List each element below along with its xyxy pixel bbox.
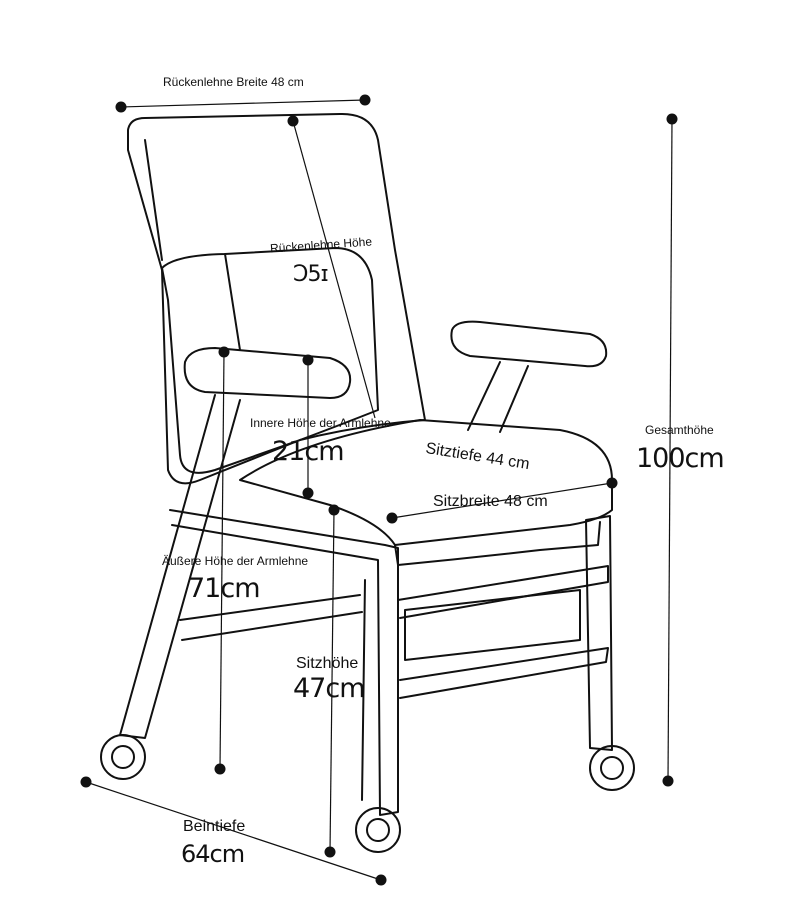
seat-height-value: 47cm bbox=[293, 673, 366, 704]
dot bbox=[115, 101, 127, 113]
backrest-inner-line bbox=[144, 139, 163, 261]
leg-depth-value: 64cm bbox=[181, 840, 245, 868]
dot bbox=[359, 94, 371, 106]
outer-armrest-height-value: 71cm bbox=[188, 573, 261, 604]
caster-rear-right bbox=[589, 745, 635, 791]
dot bbox=[218, 346, 230, 358]
dim-total-height-line bbox=[667, 118, 673, 782]
inner-armrest-height-value: 21cm bbox=[272, 436, 345, 467]
dim-backrest-width-line bbox=[120, 99, 366, 108]
lumbar-cushion bbox=[161, 247, 379, 474]
under-seat-box bbox=[404, 589, 581, 661]
rear-leg bbox=[585, 515, 613, 751]
front-frame bbox=[169, 509, 399, 816]
seat-height-label: Sitzhöhe bbox=[296, 655, 359, 672]
dot bbox=[386, 512, 398, 524]
seat-cushion-front bbox=[394, 521, 601, 566]
inner-armrest-height-label: Innere Höhe der Armlehne bbox=[250, 416, 391, 430]
dim-seat-height-line bbox=[329, 509, 335, 853]
dim-outer-armrest-line bbox=[219, 351, 225, 770]
backrest-height-value: Ɔ5ɪ bbox=[293, 262, 329, 287]
dot bbox=[302, 487, 314, 499]
dot bbox=[287, 115, 299, 127]
dot bbox=[328, 504, 340, 516]
leg-depth-label: Beintiefe bbox=[183, 818, 246, 835]
dim-leg-depth-line bbox=[85, 781, 382, 881]
outer-armrest-height-label: Äußere Höhe der Armlehne bbox=[162, 554, 309, 568]
caster-front-right bbox=[355, 807, 401, 853]
left-armrest-pad bbox=[183, 347, 352, 399]
total-height-label: Gesamthöhe bbox=[645, 423, 714, 437]
total-height-value: 100cm bbox=[636, 443, 725, 474]
front-crossbar bbox=[179, 594, 363, 641]
dot bbox=[324, 846, 336, 858]
front-leg-right bbox=[361, 579, 366, 801]
right-armrest-post bbox=[467, 361, 529, 433]
right-armrest-pad bbox=[450, 320, 608, 368]
seat-cushion bbox=[239, 419, 613, 546]
dim-seat-depth-line bbox=[391, 482, 613, 519]
lower-crossbar bbox=[399, 647, 609, 699]
dot bbox=[80, 776, 92, 788]
dot bbox=[375, 874, 387, 886]
dot bbox=[666, 113, 678, 125]
lumbar-seam bbox=[224, 253, 241, 351]
backrest-width-label: Rückenlehne Breite 48 cm bbox=[163, 75, 304, 89]
caster-front-left bbox=[100, 734, 146, 780]
dot bbox=[214, 763, 226, 775]
seat-width-label: Sitzbreite 48 cm bbox=[433, 493, 548, 510]
right-side-frame bbox=[397, 565, 609, 619]
dot bbox=[662, 775, 674, 787]
dot bbox=[606, 477, 618, 489]
dim-backrest-height-line bbox=[292, 120, 376, 419]
dot bbox=[302, 354, 314, 366]
